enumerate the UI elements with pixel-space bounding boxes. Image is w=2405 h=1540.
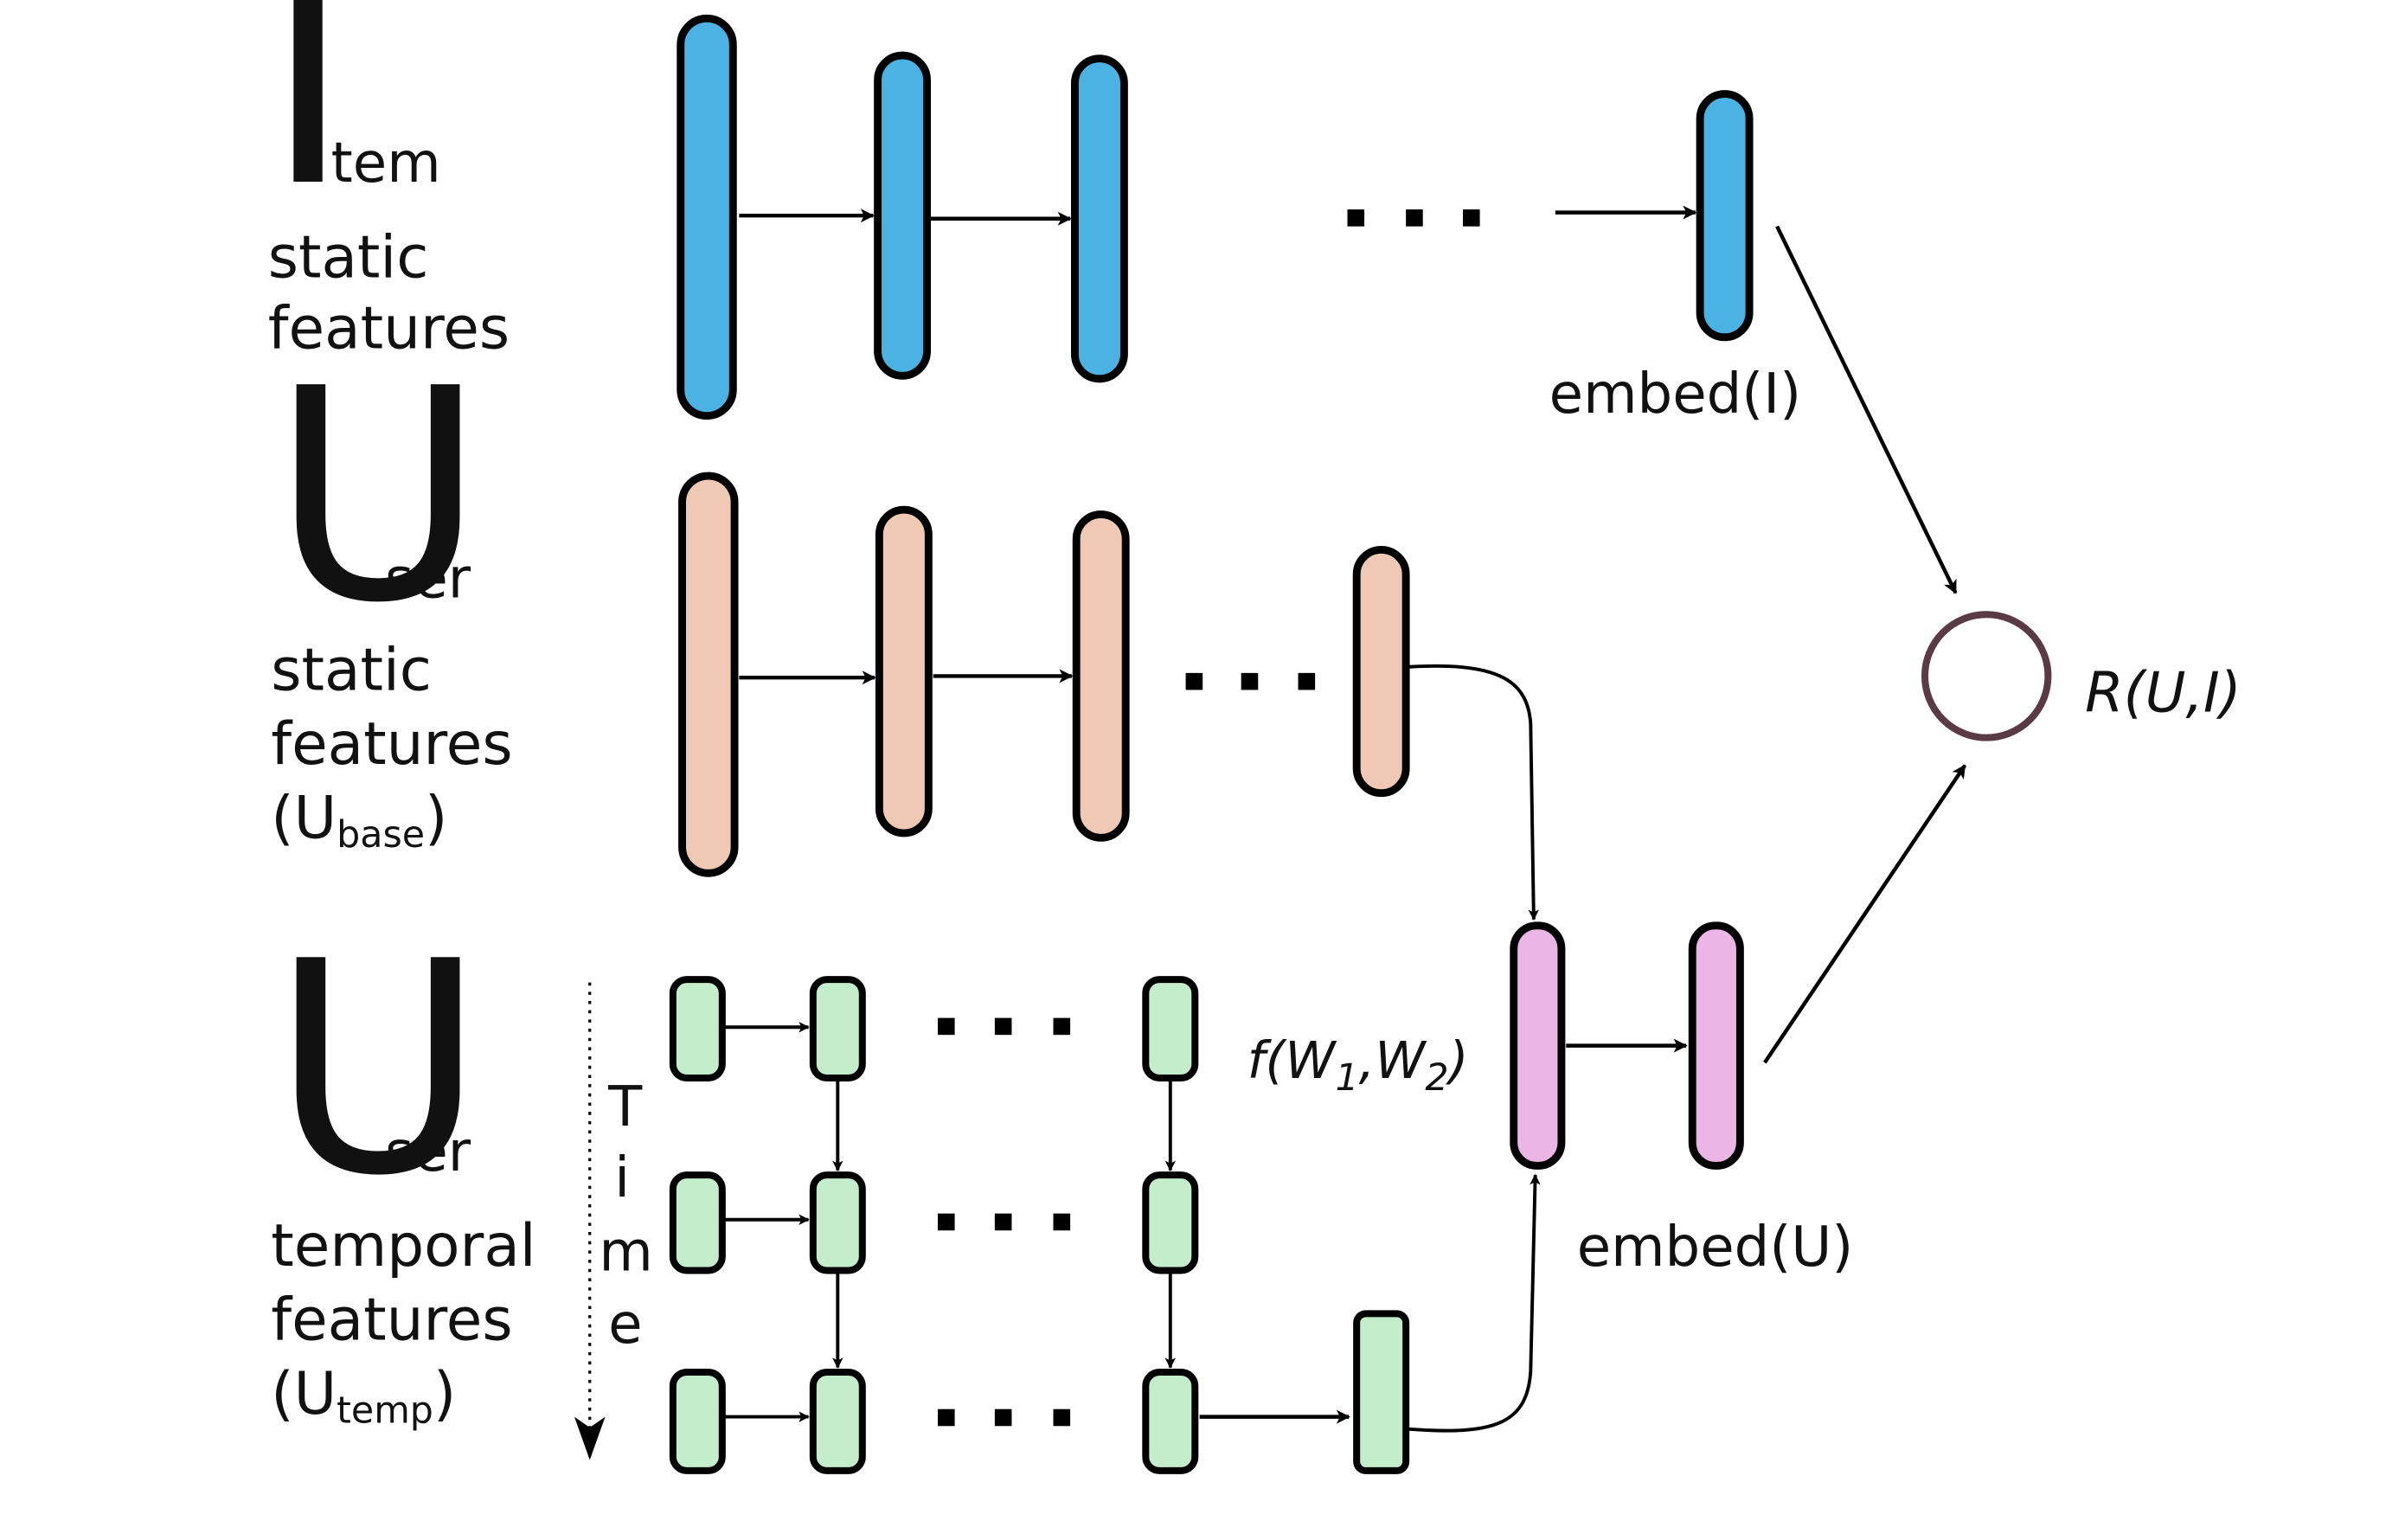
user-static-desc-line1: static <box>271 635 432 703</box>
user-static-desc-line2: features <box>271 709 512 778</box>
time-letter-i: i <box>614 1146 630 1210</box>
user-static-initial: U <box>271 326 485 667</box>
item-rest: tem <box>331 132 441 196</box>
item-layer-1 <box>677 14 737 420</box>
item-desc-line1: static <box>268 222 429 291</box>
user-temporal-desc-line3: (Utemp) <box>271 1359 456 1433</box>
curve-temporal-to-combine <box>1408 1173 1541 1433</box>
temporal-cell-r1-c2 <box>809 976 866 1082</box>
rating-label: R(U,I) <box>2085 661 2241 725</box>
user-static-layer-2 <box>875 505 933 837</box>
item-network: · · · embed(I) <box>0 0 1802 427</box>
time-letter-t: T <box>607 1075 643 1139</box>
item-to-rating-arrow <box>1775 225 1958 594</box>
user-static-desc-line3: (Ubase) <box>271 783 447 857</box>
user-temporal-initial: U <box>271 899 485 1240</box>
item-ellipsis-text: · · · <box>0 0 3 1</box>
time-letter-m: m <box>599 1221 652 1285</box>
item-label: I tem static features <box>265 0 510 362</box>
rating-node <box>1921 611 2052 741</box>
user-temporal-rest: ser <box>385 1120 471 1184</box>
user-temporal-network: · · · <box>0 0 1410 1474</box>
time-letter-e: e <box>608 1293 642 1357</box>
user-static-layer-4 <box>1352 546 1410 798</box>
user-static-network: · · · <box>0 0 1410 877</box>
temporal-ellipsis-r2 <box>938 1213 1071 1231</box>
user-temporal-desc-line1: temporal <box>271 1211 536 1280</box>
time-axis-arrowhead <box>574 1416 606 1460</box>
combine-function-label: f(W1,W2) <box>1247 1030 1469 1100</box>
temporal-cell-r2-c3 <box>1142 1171 1199 1274</box>
user-temporal-desc-line2: features <box>271 1286 512 1354</box>
temporal-ellipsis-r1 <box>938 1017 1071 1036</box>
item-desc-line2: features <box>268 293 510 362</box>
temporal-cell-r1-c1 <box>669 976 726 1082</box>
user-static-ellipsis-text: · · · <box>0 0 3 1</box>
item-embed-label: embed(I) <box>1549 363 1802 427</box>
user-static-rest: ser <box>385 548 471 612</box>
user-static-layer-1 <box>678 472 739 877</box>
user-static-layer-3 <box>1072 510 1130 842</box>
item-layer-2 <box>874 51 932 380</box>
curve-static-to-combine <box>1408 664 1539 921</box>
temporal-ellipsis-r3 <box>938 1408 1071 1427</box>
temporal-cell-r3-c3 <box>1142 1368 1199 1474</box>
time-axis: T i m e <box>574 982 653 1460</box>
user-static-label: U ser static features (Ubase) <box>271 326 512 857</box>
item-ellipsis <box>1347 209 1480 227</box>
temporal-cell-r3-c1 <box>669 1368 726 1474</box>
temporal-cell-r2-c1 <box>669 1171 726 1274</box>
user-to-rating-arrow <box>1763 764 1967 1064</box>
temporal-cell-r2-c2 <box>809 1171 866 1274</box>
rating-output: R(U,I) <box>1763 225 2241 1064</box>
temporal-cell-r3-c2 <box>809 1368 866 1474</box>
temporal-cell-r1-c3 <box>1142 976 1199 1082</box>
combine-layer <box>1510 921 1566 1170</box>
user-embed-label: embed(U) <box>1577 1216 1854 1280</box>
item-embed-layer <box>1696 90 1754 342</box>
item-initial: I <box>265 0 351 251</box>
temporal-ellipsis-text: · · · <box>0 0 3 1</box>
temporal-output-layer <box>1353 1310 1410 1474</box>
item-layer-3 <box>1070 55 1128 383</box>
user-embedding-block: f(W1,W2) embed(U) <box>1247 664 1854 1433</box>
user-static-ellipsis <box>1185 672 1316 690</box>
user-embed-layer <box>1688 921 1744 1170</box>
user-temporal-label: U ser temporal features (Utemp) <box>271 899 536 1433</box>
